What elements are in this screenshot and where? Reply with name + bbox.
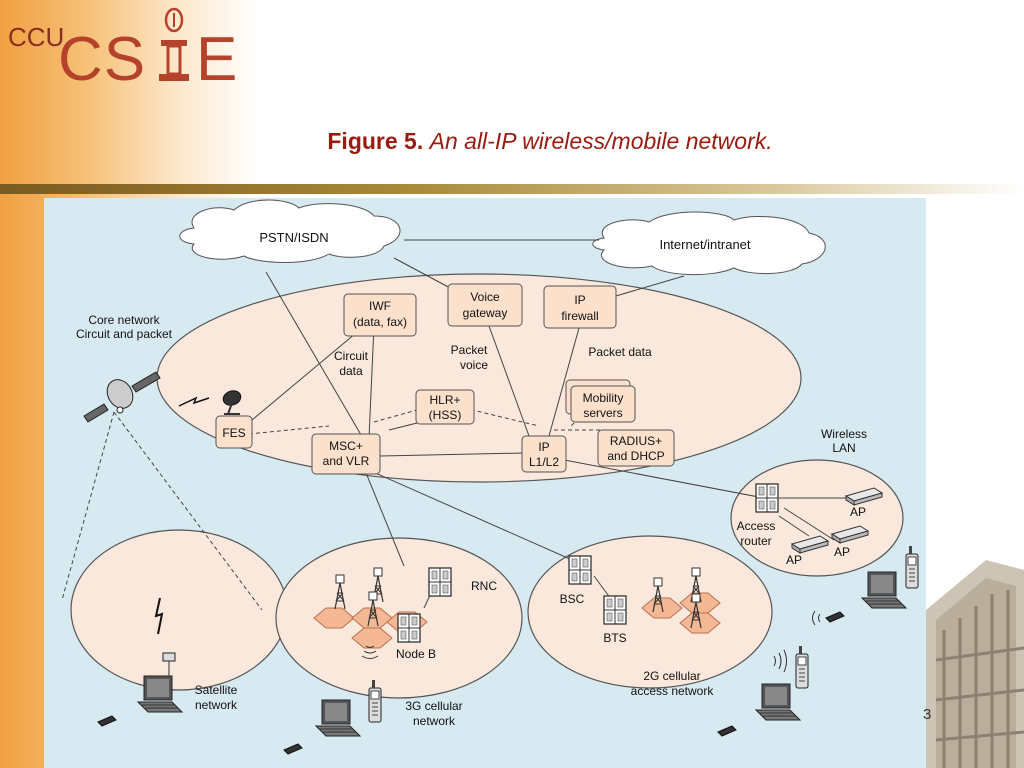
header-divider (0, 184, 1024, 194)
hlr-line1: HLR+ (429, 393, 460, 407)
bsc-label: BSC (560, 592, 585, 606)
internet-cloud: Internet/intranet (592, 211, 826, 275)
iwf-node: IWF (data, fax) (343, 293, 417, 337)
wlan-laptop-icon (861, 571, 907, 609)
wlan-signal-waves-icon (812, 610, 821, 626)
3g-laptop-icon (315, 699, 361, 737)
satellite-network-oval (70, 529, 288, 691)
ap-1-label: AP (850, 505, 866, 519)
ip-firewall-line2: firewall (561, 309, 598, 323)
logo-i-glyph-icon (159, 7, 189, 81)
wlan-pda-icon (825, 611, 845, 623)
ip-firewall-node: IP firewall (543, 285, 617, 329)
core-network-line2: Circuit and packet (76, 327, 173, 341)
ip-firewall-line1: IP (574, 293, 585, 307)
satellite-pda-icon (97, 715, 117, 727)
logo-cs-text: CS (58, 25, 147, 94)
packet-data-label: Packet data (588, 345, 652, 359)
2g-label-line2: access network (631, 684, 715, 698)
satellite-line1: Satellite (195, 683, 238, 697)
radius-node: RADIUS+ and DHCP (597, 429, 675, 467)
rnc-cabinet-icon (428, 567, 452, 597)
ip-l1l2-line2: L1/L2 (529, 455, 559, 469)
network-diagram: PSTN/ISDN Internet/intranet (44, 198, 926, 768)
satellite-icon (83, 371, 161, 423)
fes-label: FES (222, 426, 245, 440)
2g-phone-icon (795, 645, 809, 689)
circuit-data-line2: data (339, 364, 363, 378)
building-decoration (926, 560, 1024, 768)
voice-gateway-node: Voice gateway (447, 283, 523, 327)
ip-l1l2-node: IP L1/L2 (521, 435, 567, 473)
logo-e-text: E (196, 25, 238, 94)
mobility-line1: Mobility (583, 391, 624, 405)
access-router-line2: router (740, 534, 771, 548)
bsc-cabinet-icon (568, 555, 592, 585)
2g-laptop-icon (755, 683, 801, 721)
dish-icon (222, 390, 242, 415)
satellite-terminal-icon (162, 652, 176, 662)
access-router-icon (755, 483, 779, 513)
rnc-label: RNC (471, 579, 497, 593)
network-diagram-svg: PSTN/ISDN Internet/intranet (61, 199, 919, 755)
wlan-phone-icon (905, 545, 919, 589)
wireless-lan-line2: LAN (832, 441, 855, 455)
mobility-line2: servers (583, 406, 622, 420)
figure-number: Figure 5. (327, 128, 424, 154)
access-router-line1: Access (737, 519, 776, 533)
internet-label: Internet/intranet (659, 237, 750, 252)
hlr-line2: (HSS) (429, 408, 462, 422)
node-b-cabinet-icon (397, 613, 421, 643)
pstn-cloud: PSTN/ISDN (179, 199, 401, 263)
core-network-line1: Core network (88, 313, 160, 327)
figure-caption: An all-IP wireless/mobile network. (429, 128, 773, 154)
logo-ccu-text: CCU (8, 22, 65, 52)
slide-title: Figure 5. An all-IP wireless/mobile netw… (0, 128, 1024, 155)
bts-label: BTS (603, 631, 626, 645)
radius-line1: RADIUS+ (610, 434, 662, 448)
satellite-bolt-icon (154, 597, 164, 635)
msc-node: MSC+ and VLR (311, 433, 381, 475)
wireless-lan-oval (730, 459, 904, 577)
iwf-line1: IWF (369, 299, 391, 313)
slide-header: CCU CS E Figure 5. An all-IP wireless/mo… (0, 0, 1024, 185)
ap-2-label: AP (834, 545, 850, 559)
3g-pda-icon (283, 743, 303, 755)
bts-cabinet-icon (603, 595, 627, 625)
3g-signal-waves-icon (361, 645, 379, 659)
page-number: 3 (923, 706, 932, 723)
hlr-node: HLR+ (HSS) (415, 389, 475, 425)
msc-line1: MSC+ (329, 439, 363, 453)
satellite-line2: network (195, 698, 238, 712)
mobility-servers-node: Mobility servers (565, 379, 636, 423)
fes-node: FES (215, 415, 253, 449)
packet-voice-line1: Packet (451, 343, 488, 357)
iwf-line2: (data, fax) (353, 315, 407, 329)
radius-line2: and DHCP (607, 449, 664, 463)
voice-gateway-line1: Voice (470, 290, 500, 304)
3g-label-line2: network (413, 714, 456, 728)
voice-gateway-line2: gateway (463, 306, 508, 320)
circuit-data-line1: Circuit (334, 349, 369, 363)
2g-label-line1: 2G cellular (643, 669, 700, 683)
msc-line2: and VLR (323, 454, 370, 468)
ip-l1l2-line1: IP (538, 440, 549, 454)
2g-pda-icon (717, 725, 737, 737)
node-b-label: Node B (396, 647, 436, 661)
satellite-link-bolt-icon (178, 396, 210, 407)
ccu-csie-logo: CCU CS E (8, 6, 248, 96)
3g-label-line1: 3G cellular (405, 699, 462, 713)
packet-voice-line2: voice (460, 358, 488, 372)
wireless-lan-line1: Wireless (821, 427, 867, 441)
ap-3-label: AP (786, 553, 802, 567)
pstn-label: PSTN/ISDN (259, 230, 328, 245)
2g-signal-waves-icon (773, 649, 787, 673)
